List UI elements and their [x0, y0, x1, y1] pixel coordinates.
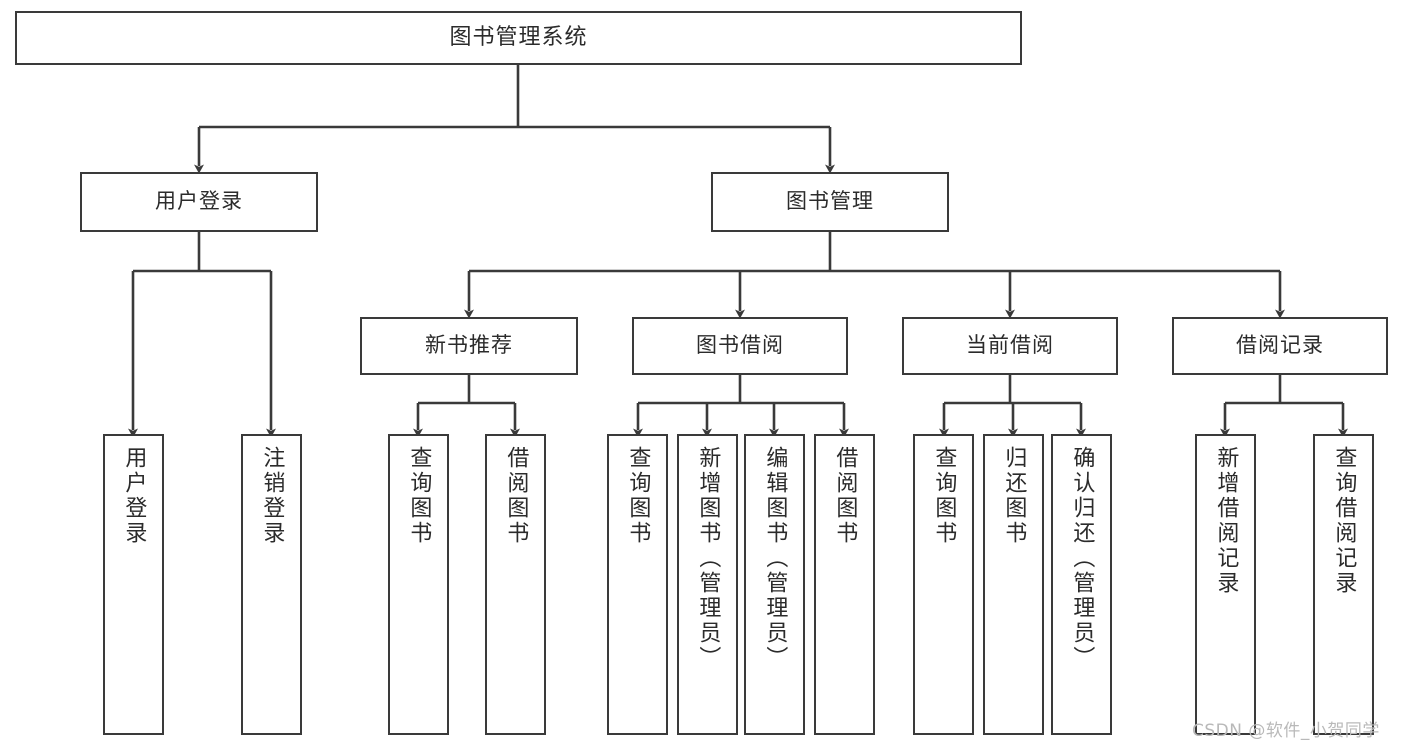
node-leaf-current-confirm-return[interactable]: 确认归还（管理员）: [1051, 434, 1112, 735]
node-leaf-borrow-edit-label: 编辑图书（管理员）: [762, 446, 788, 671]
node-user-login-label: 用户登录: [155, 189, 243, 214]
node-leaf-user-login-login-label: 用户登录: [121, 446, 147, 546]
node-leaf-borrow-borrow[interactable]: 借阅图书: [814, 434, 875, 735]
node-book-borrow[interactable]: 图书借阅: [632, 317, 848, 375]
node-leaf-user-login-logout[interactable]: 注销登录: [241, 434, 302, 735]
node-leaf-new-book-borrow[interactable]: 借阅图书: [485, 434, 546, 735]
edge-group-user-login: [128, 232, 276, 438]
node-leaf-current-query-label: 查询图书: [931, 446, 957, 546]
node-leaf-borrow-add-label: 新增图书（管理员）: [695, 446, 721, 671]
csdn-watermark: CSDN @软件_小贺同学: [1192, 721, 1380, 741]
node-leaf-borrow-query-label: 查询图书: [625, 446, 651, 546]
node-leaf-record-query[interactable]: 查询借阅记录: [1313, 434, 1374, 735]
node-leaf-current-return-label: 归还图书: [1001, 446, 1027, 546]
node-leaf-record-query-label: 查询借阅记录: [1331, 446, 1357, 596]
node-borrow-record-label: 借阅记录: [1236, 333, 1324, 358]
node-leaf-borrow-query[interactable]: 查询图书: [607, 434, 668, 735]
node-leaf-borrow-borrow-label: 借阅图书: [832, 446, 858, 546]
node-leaf-new-book-query-label: 查询图书: [406, 446, 432, 546]
node-root-system-label: 图书管理系统: [449, 24, 588, 50]
node-user-login[interactable]: 用户登录: [80, 172, 318, 232]
node-leaf-record-add[interactable]: 新增借阅记录: [1195, 434, 1256, 735]
node-leaf-user-login-logout-label: 注销登录: [259, 446, 285, 546]
node-book-management-label: 图书管理: [786, 189, 874, 214]
node-current-borrow-label: 当前借阅: [966, 333, 1054, 358]
node-root-system[interactable]: 图书管理系统: [15, 11, 1022, 65]
node-new-book-recommend-label: 新书推荐: [425, 333, 513, 358]
edge-group-borrow: [633, 375, 849, 438]
edge-group-record: [1220, 375, 1348, 438]
node-leaf-user-login-login[interactable]: 用户登录: [103, 434, 164, 735]
node-leaf-borrow-add[interactable]: 新增图书（管理员）: [677, 434, 738, 735]
node-book-management[interactable]: 图书管理: [711, 172, 949, 232]
node-leaf-borrow-edit[interactable]: 编辑图书（管理员）: [744, 434, 805, 735]
node-book-borrow-label: 图书借阅: [696, 333, 784, 358]
node-leaf-current-return[interactable]: 归还图书: [983, 434, 1044, 735]
node-leaf-current-confirm-return-label: 确认归还（管理员）: [1069, 446, 1095, 671]
edge-group-new-book: [413, 375, 520, 438]
node-leaf-new-book-query[interactable]: 查询图书: [388, 434, 449, 735]
edge-group-current: [939, 375, 1086, 438]
edge-group-root: [194, 65, 835, 174]
node-borrow-record[interactable]: 借阅记录: [1172, 317, 1388, 375]
node-leaf-current-query[interactable]: 查询图书: [913, 434, 974, 735]
node-leaf-record-add-label: 新增借阅记录: [1213, 446, 1239, 596]
node-current-borrow[interactable]: 当前借阅: [902, 317, 1118, 375]
edge-group-book-mgmt: [464, 232, 1285, 319]
node-leaf-new-book-borrow-label: 借阅图书: [503, 446, 529, 546]
node-new-book-recommend[interactable]: 新书推荐: [360, 317, 578, 375]
